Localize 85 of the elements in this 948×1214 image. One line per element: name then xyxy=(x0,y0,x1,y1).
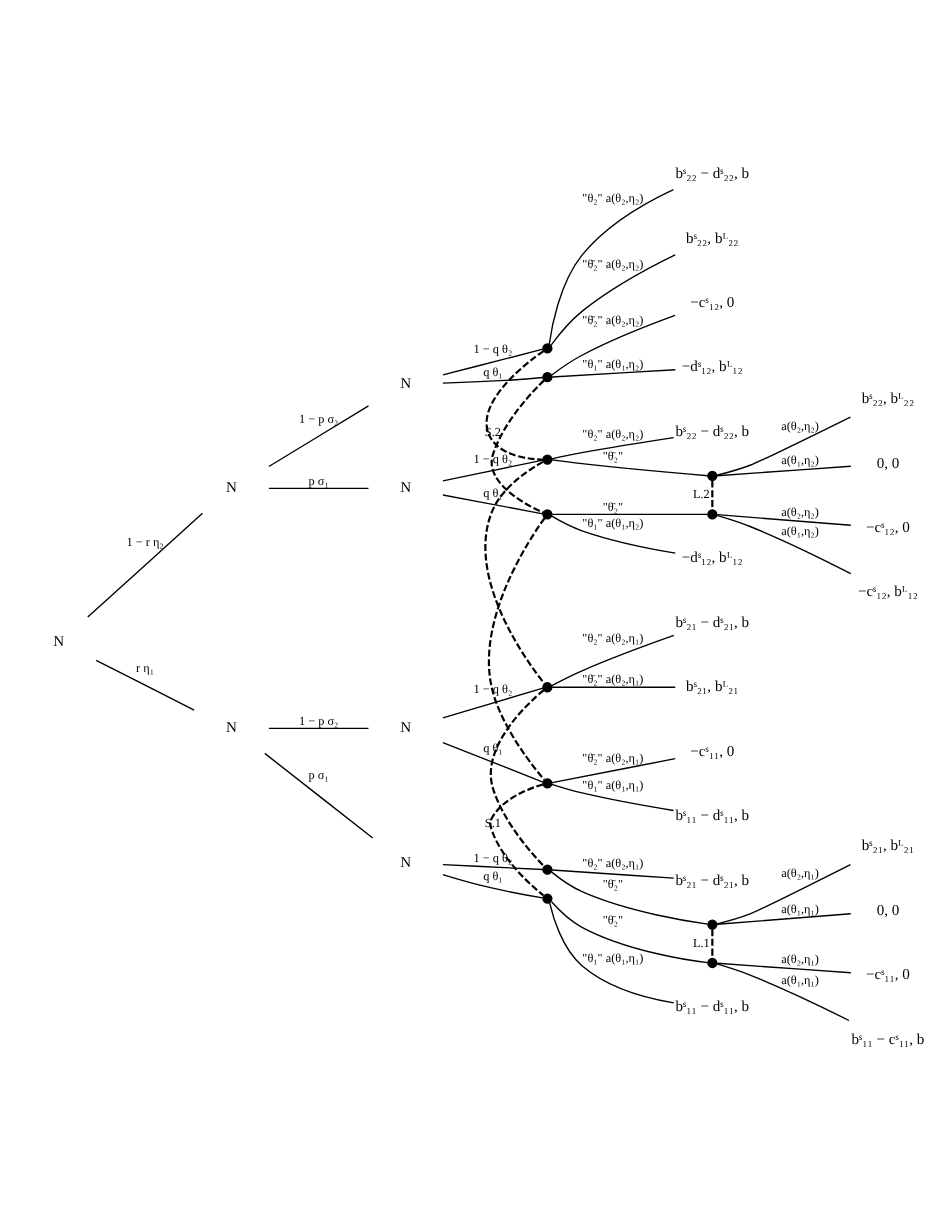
node-text: −cˢ₁₁, 0 xyxy=(865,965,910,984)
connector xyxy=(551,686,676,688)
connector xyxy=(716,863,852,925)
connector xyxy=(442,874,544,899)
connector xyxy=(268,405,370,468)
connector xyxy=(551,871,709,925)
node-text: bˢ₂₁, bᴸ₂₁ xyxy=(861,836,915,855)
connector xyxy=(442,494,544,515)
connector xyxy=(485,350,545,461)
node-text: N xyxy=(400,478,412,497)
connector xyxy=(487,517,546,781)
connector xyxy=(489,689,545,868)
connector xyxy=(442,459,544,482)
connector xyxy=(551,869,675,879)
connector xyxy=(716,514,852,575)
connector xyxy=(551,634,675,687)
node-text: −dˢ₁₂, bᴸ₁₂ xyxy=(681,357,743,376)
connector xyxy=(268,727,370,730)
node-circle xyxy=(707,957,718,969)
connector xyxy=(551,369,676,378)
connector xyxy=(551,758,676,784)
node-text: bˢ₂₂ − dˢ₂₂, b xyxy=(675,164,750,183)
node-text: bˢ₂₁ − dˢ₂₁, b xyxy=(675,870,750,889)
node-circle xyxy=(542,864,553,875)
node-circle xyxy=(542,682,553,693)
connector xyxy=(548,188,675,345)
connector xyxy=(550,254,676,347)
node-text: bˢ₂₂, bᴸ₂₂ xyxy=(861,389,915,408)
node-circle xyxy=(542,893,553,904)
node-text: −dˢ₁₂, bᴸ₁₂ xyxy=(681,548,743,567)
node-text: bˢ₂₁, bᴸ₂₁ xyxy=(686,677,739,696)
node-text: bˢ₁₁ − dˢ₁₁, b xyxy=(675,996,750,1015)
node-text: bˢ₂₂ − dˢ₂₂, b xyxy=(675,421,750,440)
node-text: N xyxy=(400,718,412,737)
connector xyxy=(489,783,545,897)
node-text: N xyxy=(226,478,237,497)
node-text: bˢ₁₁ − dˢ₁₁, b xyxy=(675,806,750,825)
connector xyxy=(711,929,714,959)
node-text: N xyxy=(400,373,412,392)
connector xyxy=(268,487,370,489)
connector xyxy=(549,902,675,1004)
connector xyxy=(716,962,852,974)
connector xyxy=(442,348,544,376)
node-text: 0, 0 xyxy=(876,900,900,919)
connector xyxy=(551,436,675,460)
node-text: N xyxy=(226,718,237,737)
node-circle xyxy=(707,470,718,482)
connector xyxy=(551,314,676,376)
node-text: bˢ₂₂, bᴸ₂₂ xyxy=(686,228,739,247)
node-text: 0, 0 xyxy=(876,453,900,472)
node-text: N xyxy=(400,852,412,871)
node-circle xyxy=(542,372,553,383)
connector xyxy=(490,379,545,514)
connector xyxy=(87,512,204,618)
connector xyxy=(711,480,714,510)
node-text: −cˢ₁₂, 0 xyxy=(690,292,735,311)
connector xyxy=(484,460,546,685)
node-circle xyxy=(542,343,553,354)
connector xyxy=(716,465,852,477)
node-circle xyxy=(707,509,718,520)
node-text: bˢ₁₁ − cˢ₁₁, b xyxy=(851,1029,925,1048)
connector xyxy=(264,752,374,839)
connector xyxy=(551,513,709,516)
connector xyxy=(551,783,675,812)
connector xyxy=(95,659,195,711)
connector xyxy=(716,514,852,526)
connector xyxy=(442,741,544,783)
node-circle xyxy=(542,778,553,789)
connector xyxy=(716,963,850,1022)
node-circle xyxy=(542,454,553,465)
connector xyxy=(442,376,544,384)
node-text: −cˢ₁₂, 0 xyxy=(865,517,910,536)
node-text: N xyxy=(53,631,65,650)
node-text: bˢ₂₁ − dˢ₂₁, b xyxy=(675,612,750,631)
connector xyxy=(551,515,676,554)
node-text: −cˢ₁₂, bᴸ₁₂ xyxy=(857,582,918,601)
connector xyxy=(550,901,709,964)
node-circle xyxy=(707,919,718,930)
connector xyxy=(716,416,852,476)
connector xyxy=(442,687,544,719)
connector xyxy=(551,459,709,477)
connector xyxy=(442,863,544,871)
connector xyxy=(716,913,852,925)
node-text: −cˢ₁₁, 0 xyxy=(690,741,735,760)
node-circle xyxy=(542,509,553,520)
